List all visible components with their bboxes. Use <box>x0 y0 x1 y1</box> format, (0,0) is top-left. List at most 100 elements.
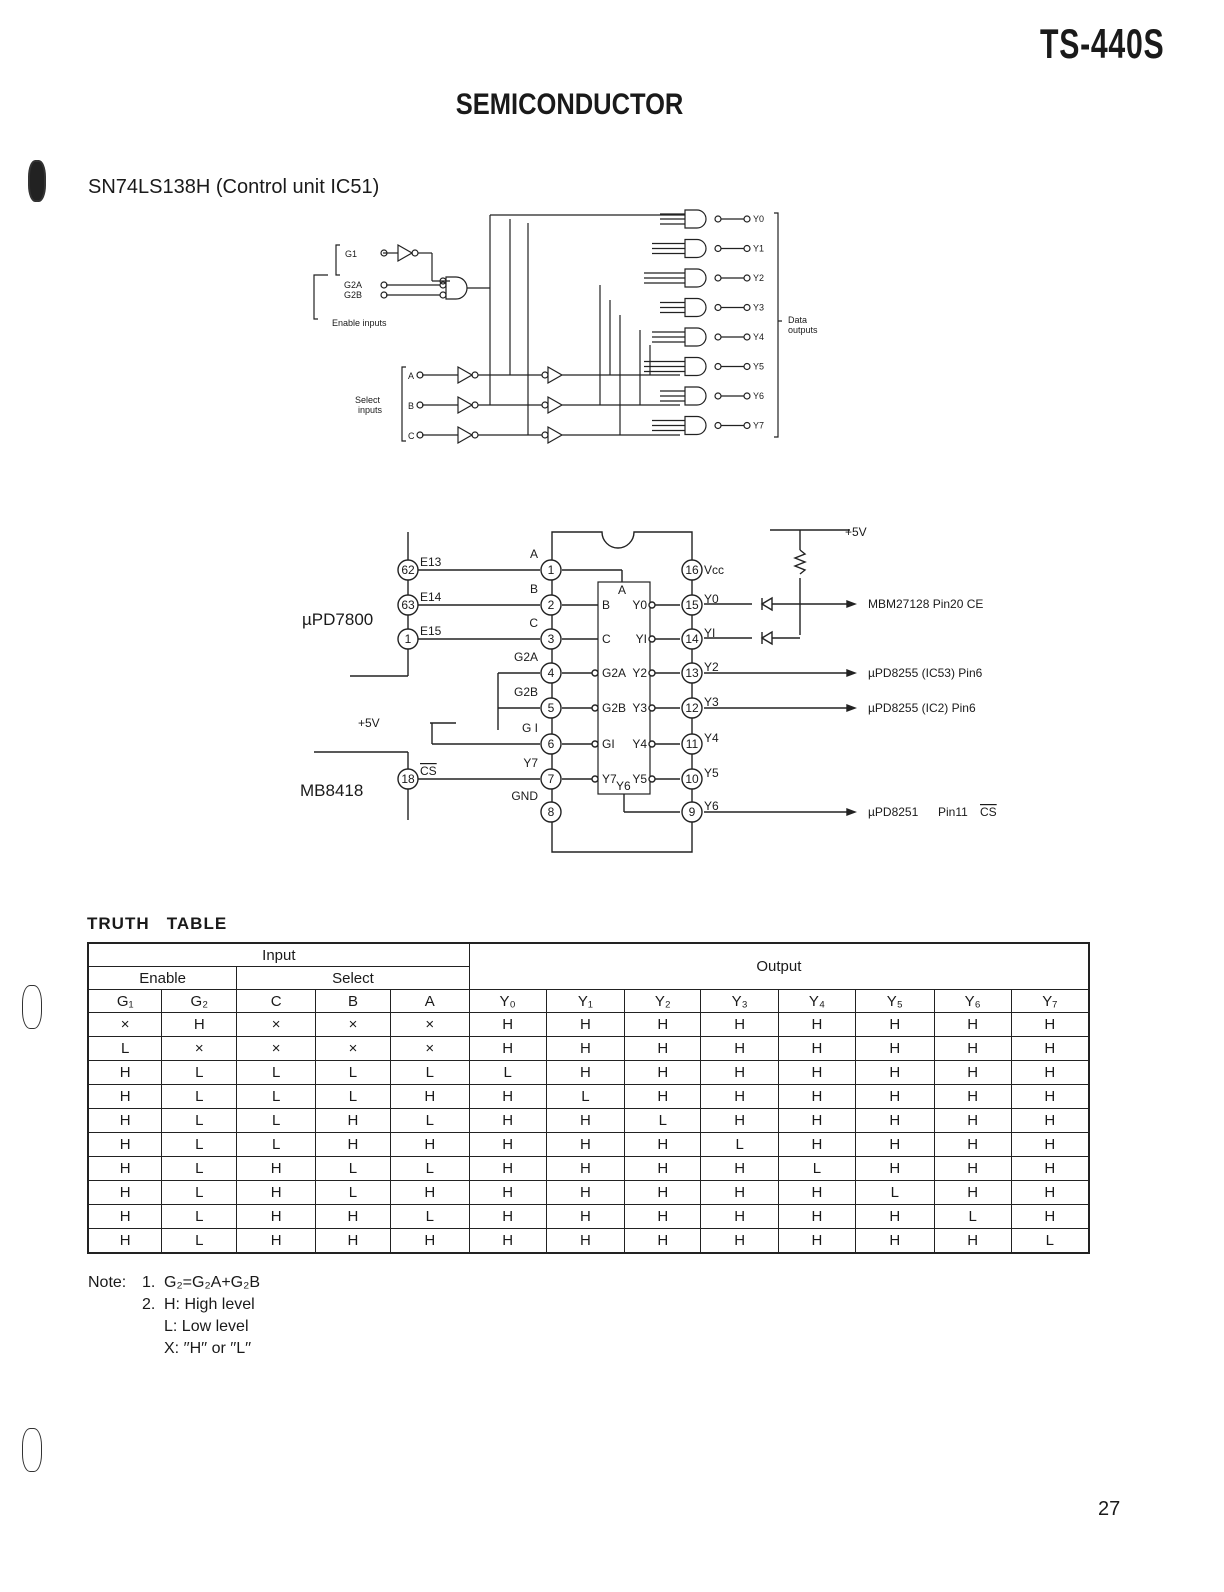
data-outputs-label: Data <box>788 315 807 325</box>
inner-pin-name: Y5 <box>632 772 647 786</box>
pin-circle <box>397 628 419 650</box>
table-cell: H <box>933 1012 1012 1037</box>
table-cell: H <box>854 1204 935 1229</box>
inner-pin-name: Y0 <box>632 598 647 612</box>
table-cell: L <box>315 1060 391 1085</box>
table-cell: L <box>1010 1228 1090 1254</box>
pin-circle <box>648 601 656 609</box>
table-cell: L <box>389 1156 470 1181</box>
table-cell: H <box>1010 1036 1090 1061</box>
table-cell: L <box>161 1108 238 1133</box>
pin-circle <box>591 669 599 677</box>
select-inputs-label: inputs <box>358 405 383 415</box>
output-label: Y2 <box>753 273 764 283</box>
table-cell: H <box>236 1156 317 1181</box>
upd-pin-number: 1 <box>405 632 412 646</box>
upd-pin-number: 63 <box>401 598 415 612</box>
inner-pin-name: C <box>602 632 611 646</box>
table-cell: H <box>545 1156 626 1181</box>
mb8418-label: MB8418 <box>300 781 363 800</box>
pin-circle <box>681 733 703 755</box>
inner-pin-name: Y7 <box>602 772 617 786</box>
truth-table-title: TRUTH TABLE <box>87 914 228 933</box>
inner-pin-name: B <box>602 598 610 612</box>
data-outputs-label: outputs <box>788 325 818 335</box>
enable-header: Enable <box>87 966 238 990</box>
table-cell: H <box>854 1108 935 1133</box>
table-cell: H <box>468 1156 547 1181</box>
table-cell: H <box>933 1084 1012 1109</box>
table-cell: H <box>624 1204 702 1229</box>
table-cell: H <box>1010 1204 1090 1229</box>
binder-hole-mark <box>22 985 42 1029</box>
table-cell: H <box>854 1228 935 1254</box>
table-cell: H <box>624 1036 702 1061</box>
pin-circle <box>681 768 703 790</box>
column-header: Y₅ <box>854 989 935 1013</box>
input-label-b: B <box>408 401 414 411</box>
table-cell: H <box>87 1108 163 1133</box>
input-label-c: C <box>408 431 415 441</box>
table-cell: H <box>1010 1132 1090 1157</box>
table-cell: L <box>236 1108 317 1133</box>
pin-circle <box>681 594 703 616</box>
table-cell: H <box>315 1108 391 1133</box>
ic-pin-name: A <box>530 547 538 561</box>
table-cell: L <box>161 1156 238 1181</box>
input-label-g2a: G2A <box>344 280 362 290</box>
ic-pin-number: 16 <box>685 563 699 577</box>
table-cell: H <box>778 1012 856 1037</box>
table-cell: L <box>389 1060 470 1085</box>
table-cell: H <box>545 1108 626 1133</box>
table-cell: H <box>468 1012 547 1037</box>
table-cell: L <box>236 1084 317 1109</box>
table-cell: L <box>778 1156 856 1181</box>
dest-upd8255-ic2: µPD8255 (IC2) Pin6 <box>868 701 976 715</box>
ic-pin-name: G2B <box>514 685 538 699</box>
column-header: Y₀ <box>468 989 547 1013</box>
table-cell: L <box>389 1204 470 1229</box>
pin-circle <box>648 704 656 712</box>
pin-circle <box>681 559 703 581</box>
nand-gate <box>684 297 707 318</box>
inner-pin-name: G2B <box>602 701 626 715</box>
table-cell: L <box>161 1084 238 1109</box>
ic-pin-number: 11 <box>686 737 699 751</box>
pin-circle <box>591 740 599 748</box>
signal-name: E14 <box>420 590 442 604</box>
pin-circle <box>540 559 562 581</box>
ic-pin-number: 13 <box>685 666 699 680</box>
ic-pin-name: Vcc <box>704 563 724 577</box>
column-header: Y₆ <box>933 989 1012 1013</box>
table-cell: H <box>468 1132 547 1157</box>
table-cell: H <box>700 1108 780 1133</box>
pin-circle <box>540 733 562 755</box>
table-cell: H <box>236 1204 317 1229</box>
ic-pin-name: YI <box>704 626 715 640</box>
table-cell: × <box>87 1012 163 1037</box>
table-cell: H <box>778 1132 856 1157</box>
pin-circle <box>681 801 703 823</box>
column-header: A <box>389 989 470 1013</box>
upd-pin-number: 18 <box>401 772 415 786</box>
ic-pin-number: 12 <box>685 701 699 715</box>
inner-pin-name: GI <box>602 737 615 751</box>
table-cell: H <box>87 1084 163 1109</box>
column-header: Y₁ <box>545 989 626 1013</box>
note-text: G₂=G₂A+G₂B <box>164 1274 260 1291</box>
ic-pin-name: Y6 <box>704 799 719 813</box>
pin-circle <box>648 635 656 643</box>
inner-pin-name: Y2 <box>632 666 647 680</box>
table-cell: H <box>389 1132 470 1157</box>
pin-circle <box>540 801 562 823</box>
note-text: L: Low level <box>164 1318 249 1335</box>
table-cell: H <box>468 1084 547 1109</box>
inner-pin-name: YI <box>636 632 647 646</box>
output-label: Y7 <box>753 421 764 431</box>
plus5v-label: +5V <box>845 525 867 539</box>
logic-diagram: G1 G2A G2B Enable inputs A B C Select in… <box>313 209 818 445</box>
binder-hole-mark <box>28 160 46 202</box>
ic-pin-name: Y0 <box>704 592 719 606</box>
